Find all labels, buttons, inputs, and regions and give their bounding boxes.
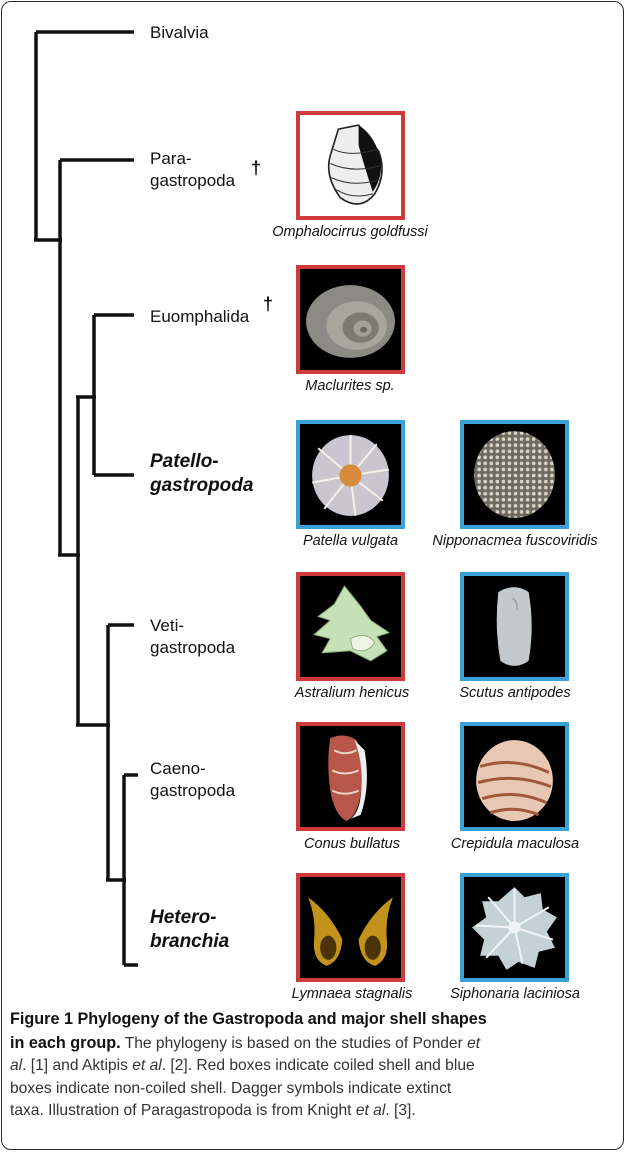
- caption-et-1: et: [467, 1035, 480, 1052]
- species-label-scutus: Scutus antipodes: [432, 685, 598, 701]
- taxon-bivalvia: Bivalvia: [150, 22, 209, 43]
- species-label-nipponacmea: Nipponacmea fuscoviridis: [420, 533, 610, 549]
- caption-text-1: The phylogeny is based on the studies of…: [121, 1035, 467, 1052]
- extinct-dagger-euomphalida: †: [263, 294, 273, 315]
- shell-image-omphalocirrus: [296, 111, 405, 220]
- shell-image-conus: [296, 722, 405, 831]
- caption-text-5: taxa. Illustration of Paragastropoda is …: [10, 1102, 356, 1119]
- shell-image-astralium: [296, 572, 405, 681]
- taxon-heterobranchia-line2: branchia: [150, 930, 229, 953]
- figure-caption: Figure 1 Phylogeny of the Gastropoda and…: [10, 1008, 616, 1123]
- shell-image-crepidula: [460, 722, 569, 831]
- taxon-caenogastropoda-line1: Caeno-: [150, 758, 206, 779]
- caption-et-3: et al: [356, 1102, 385, 1119]
- species-label-conus: Conus bullatus: [262, 836, 442, 852]
- taxon-paragastropoda-line2: gastropoda: [150, 170, 235, 191]
- shell-image-scutus: [460, 572, 569, 681]
- taxon-vetigastropoda-line1: Veti-: [150, 615, 184, 636]
- species-label-omphalocirrus: Omphalocirrus goldfussi: [260, 224, 440, 240]
- species-label-astralium: Astralium henicus: [262, 685, 442, 701]
- shell-image-siphonaria: [460, 873, 569, 982]
- taxon-euomphalida: Euomphalida: [150, 306, 249, 327]
- caption-title-cont: in each group.: [10, 1034, 121, 1052]
- caption-text-2: . [1] and Aktipis: [22, 1057, 132, 1074]
- shell-image-lymnaea: [296, 873, 405, 982]
- caption-text-6: . [3].: [385, 1102, 415, 1119]
- caption-al-1: al: [10, 1057, 22, 1074]
- shell-image-nipponacmea: [460, 420, 569, 529]
- caption-title: Figure 1 Phylogeny of the Gastropoda and…: [10, 1010, 487, 1028]
- shell-image-maclurites: [296, 265, 405, 374]
- taxon-vetigastropoda-line2: gastropoda: [150, 637, 235, 658]
- taxon-paragastropoda-line1: Para-: [150, 148, 192, 169]
- taxon-patellogastropoda-line2: gastropoda: [150, 474, 253, 497]
- species-label-maclurites: Maclurites sp.: [264, 378, 436, 394]
- caption-text-3: . [2]. Red boxes indicate coiled shell a…: [162, 1057, 475, 1074]
- taxon-patellogastropoda-line1: Patello-: [150, 450, 219, 473]
- taxon-heterobranchia-line1: Hetero-: [150, 906, 217, 929]
- species-label-siphonaria: Siphonaria laciniosa: [424, 986, 606, 1002]
- caption-text-4: boxes indicate non-coiled shell. Dagger …: [10, 1078, 616, 1101]
- species-label-lymnaea: Lymnaea stagnalis: [258, 986, 446, 1002]
- shell-image-patella: [296, 420, 405, 529]
- species-label-patella: Patella vulgata: [258, 533, 443, 549]
- extinct-dagger-paragastropoda: †: [251, 158, 261, 179]
- caption-et-2: et al: [132, 1057, 161, 1074]
- taxon-caenogastropoda-line2: gastropoda: [150, 780, 235, 801]
- species-label-crepidula: Crepidula maculosa: [426, 836, 604, 852]
